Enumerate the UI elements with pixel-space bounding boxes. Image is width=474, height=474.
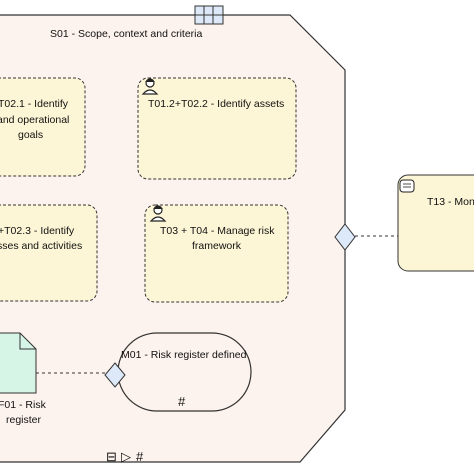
task-label-objectives-2: and operational [0,114,70,126]
task-label-processes-1: +T02.3 - Identify [0,225,75,237]
artifact-shape[interactable] [0,332,37,394]
stage-title: S01 - Scope, context and criteria [50,28,203,40]
task-label-framework-2: framework [192,240,242,252]
task-label-assets: T01.2+T02.2 - Identify assets [148,98,285,110]
external-task-box[interactable] [397,174,474,272]
task-box-framework[interactable] [144,204,289,303]
task-label-objectives-1: T02.1 - Identify [0,98,69,110]
milestone-marker: # [178,394,186,409]
task-box-objectives[interactable] [0,77,86,177]
artifact-label-1: F01 - Risk [0,399,46,411]
hash-marker: # [136,449,144,464]
task-box-processes[interactable] [0,204,98,302]
user-icon [149,205,167,222]
task-label-objectives-3: goals [18,129,44,141]
hand-icon [399,179,415,193]
task-box-assets[interactable] [137,77,297,180]
stage-grid-icon [194,5,224,25]
user-icon [141,78,159,95]
collapse-icon[interactable]: ⊟ [106,449,117,464]
external-task-label: T13 - Mon [427,196,474,208]
task-label-framework-1: T03 + T04 - Manage risk [160,225,275,237]
play-icon: ▷ [121,449,131,464]
artifact-label-2: register [6,414,42,426]
artifact-fold [19,333,36,350]
task-label-processes-2: sses and activities [0,240,83,252]
decision-diamond-stage[interactable] [334,223,356,251]
milestone-label: M01 - Risk register defined [121,349,247,361]
decision-diamond-milestone[interactable] [104,362,126,388]
